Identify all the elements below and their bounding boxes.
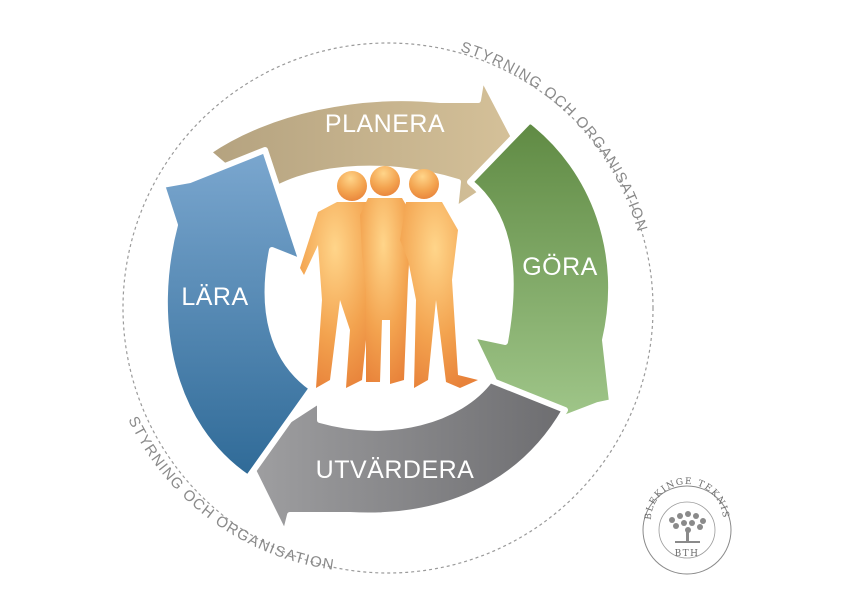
segment-utvardera: UTVÄRDERA [240,377,568,538]
segment-label-gora: GÖRA [522,253,598,281]
segment-label-planera: PLANERA [325,110,445,138]
orbit-ring [122,42,654,574]
segment-lara: LÄRA [159,147,315,481]
segment-label-utvardera: UTVÄRDERA [316,456,475,484]
logo-abbrev: BTH [675,549,700,559]
people-silhouette [300,166,478,388]
segment-label-lara: LÄRA [181,283,248,311]
segment-gora: GÖRA [467,117,615,438]
segment-planera: PLANERA [205,73,530,213]
